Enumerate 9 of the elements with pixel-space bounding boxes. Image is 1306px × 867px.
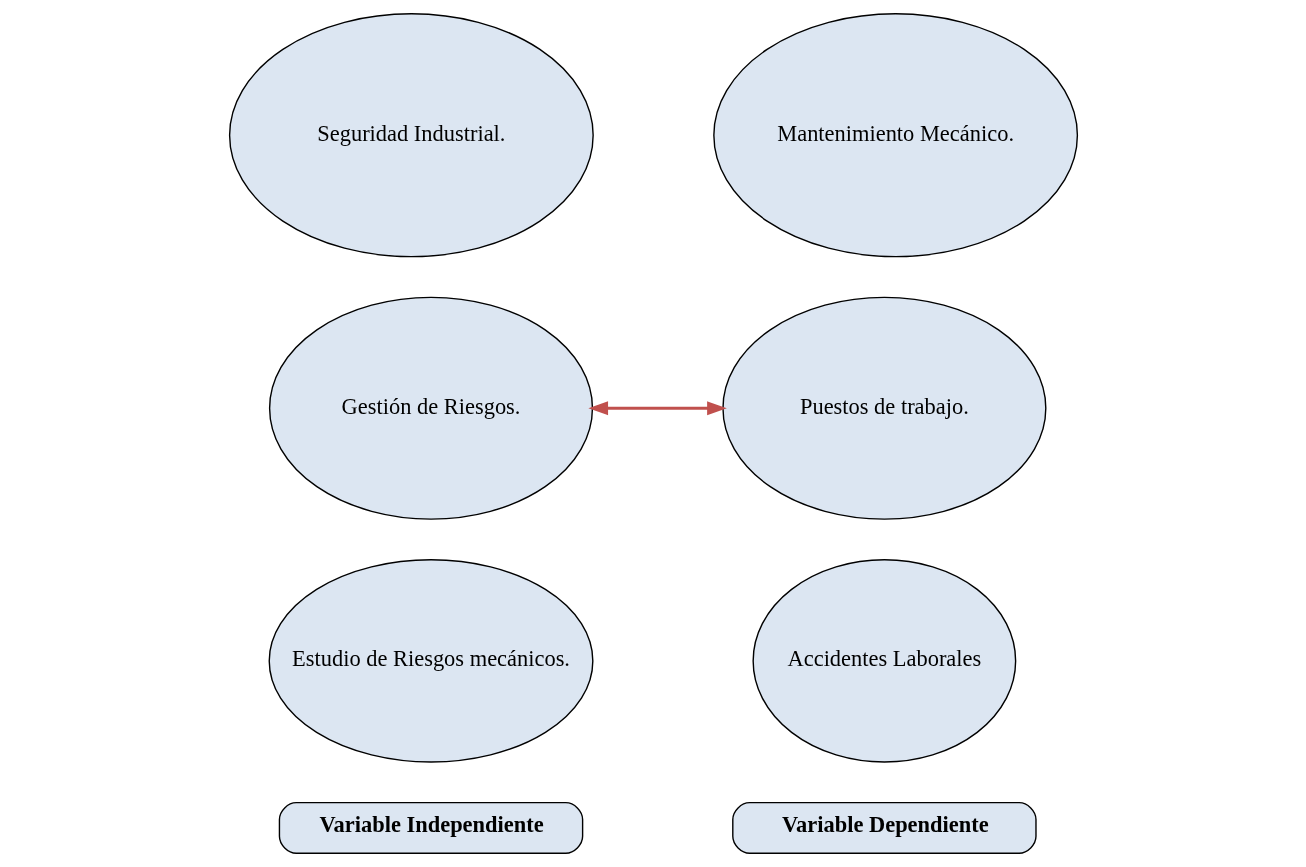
arrow [587,401,727,416]
node-ellipse: Estudio de Riesgos mecánicos. [268,559,594,763]
node-box: Variable Independiente [278,801,583,854]
node-ellipse: Gestión de Riesgos. [268,296,593,520]
node-ellipse: Accidentes Laborales [751,559,1016,763]
node-ellipse: Mantenimiento Mecánico. [712,13,1078,258]
node-ellipse: Puestos de trabajo. [721,296,1046,520]
node-box: Variable Dependiente [731,801,1037,854]
node-ellipse: Seguridad Industrial. [228,13,594,258]
